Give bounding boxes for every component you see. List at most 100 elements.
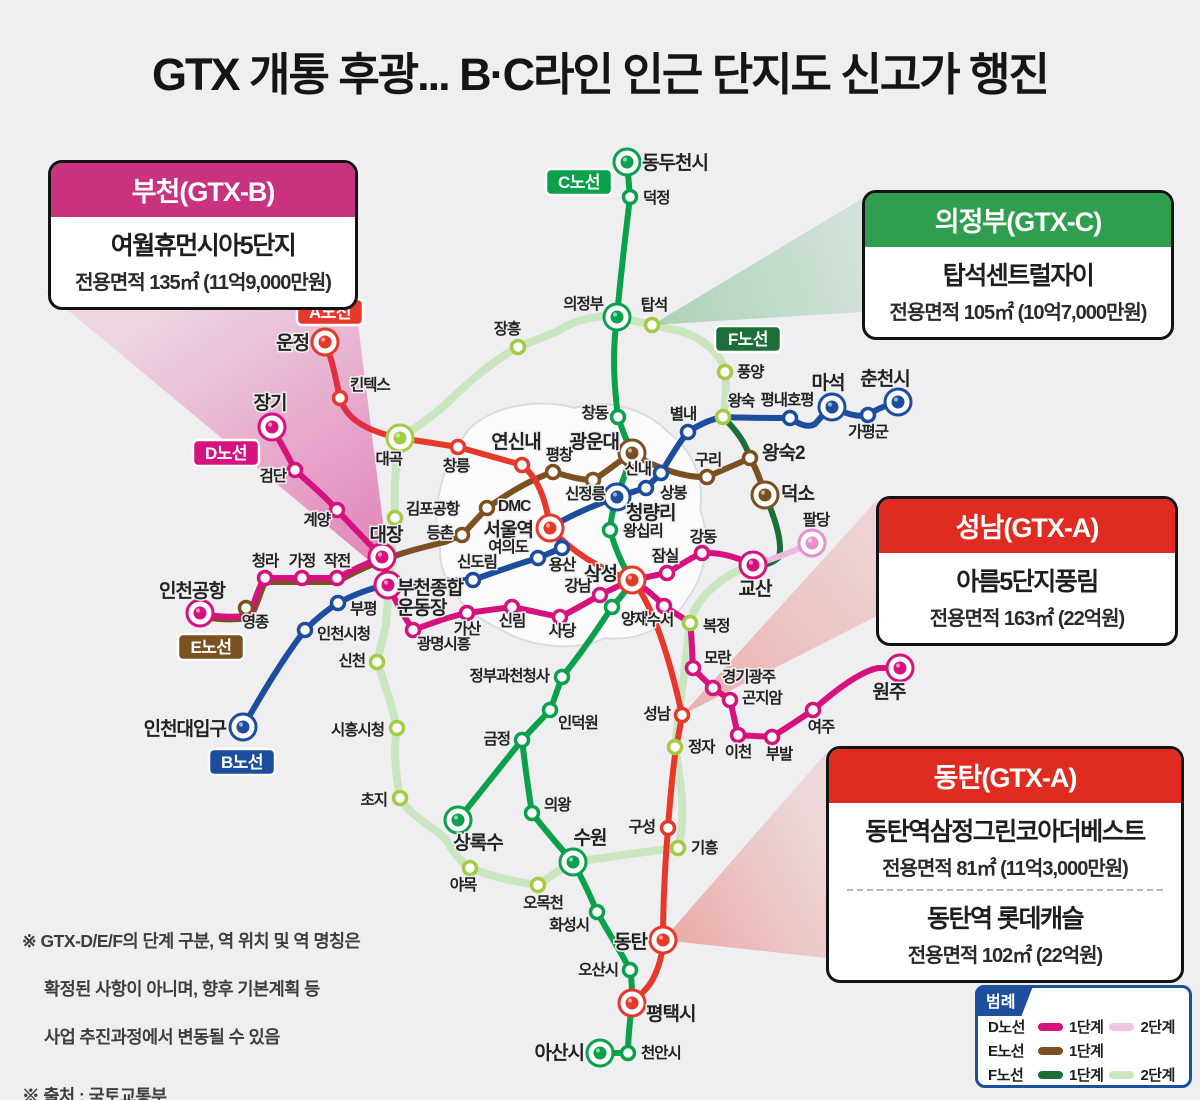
apartment-name: 동탄역 롯데캐슬 bbox=[927, 905, 1084, 933]
station-label: 장기 bbox=[254, 392, 287, 414]
legend-row: E노선 1단계 bbox=[988, 1040, 1175, 1061]
station-의정부 bbox=[602, 302, 632, 332]
station-성남 bbox=[673, 706, 691, 724]
station-신정릉 bbox=[584, 471, 602, 489]
station-label: 가산 bbox=[454, 620, 482, 638]
station-왕십리 bbox=[601, 521, 619, 539]
station-label: 동탄 bbox=[614, 931, 648, 953]
station-label: 영종 bbox=[242, 613, 269, 631]
station-동두천시 bbox=[612, 147, 642, 177]
station-label: 등촌 bbox=[426, 524, 453, 542]
svg-text:B노선: B노선 bbox=[221, 753, 263, 772]
station-탑석 bbox=[643, 316, 661, 334]
badge-C노선: C노선 bbox=[544, 167, 614, 197]
station-구성 bbox=[659, 819, 677, 837]
station-label: 신내 bbox=[624, 460, 651, 478]
station-오산시 bbox=[621, 961, 639, 979]
station-label: 왕십리 bbox=[623, 522, 663, 540]
station-label: 덕정 bbox=[643, 189, 670, 207]
station-label: 양재 bbox=[621, 610, 648, 628]
legend-title: 범례 bbox=[975, 985, 1033, 1016]
apartment-name: 동탄역삼정그린코아더베스트 bbox=[865, 818, 1146, 846]
station-상록수 bbox=[443, 805, 473, 835]
station-가평군 bbox=[859, 406, 877, 424]
station-춘천시 bbox=[883, 387, 913, 417]
station-덕정 bbox=[621, 188, 639, 206]
station-가산 bbox=[458, 604, 476, 622]
station-잠실 bbox=[658, 564, 676, 582]
station-label: 화성시 bbox=[549, 915, 589, 934]
station-평택시 bbox=[617, 988, 647, 1018]
source-note: ※ 출처 : 국토교통부 bbox=[22, 1086, 167, 1100]
station-수원 bbox=[558, 847, 588, 877]
station-label: 운동장 bbox=[397, 597, 448, 619]
station-label: 탑석 bbox=[641, 295, 668, 314]
station-label: 수서 bbox=[647, 611, 674, 629]
station-label: 장흥 bbox=[494, 319, 521, 338]
apartment-name: 아름5단지풍림 bbox=[956, 568, 1099, 596]
station-label: 춘천시 bbox=[860, 368, 909, 390]
station-label: 사당 bbox=[549, 622, 577, 640]
footnote-line: 사업 추진과정에서 변동될 수 있음 bbox=[44, 1027, 280, 1047]
station-label: 광운대 bbox=[570, 431, 619, 453]
station-강동 bbox=[693, 544, 711, 562]
station-풍양 bbox=[716, 363, 734, 381]
station-label: 오목천 bbox=[523, 894, 563, 912]
station-이천 bbox=[729, 726, 747, 744]
page-title: GTX 개통 후광... B·C라인 인근 단지도 신고가 행진 bbox=[152, 49, 1050, 100]
station-인천공항 bbox=[185, 598, 215, 628]
station-동탄 bbox=[648, 925, 678, 955]
station-의왕 bbox=[523, 804, 541, 822]
apartment-spec: 전용면적 163㎡ (22억원) bbox=[929, 608, 1125, 630]
station-label: 운정 bbox=[276, 332, 309, 354]
station-삼성 bbox=[617, 565, 647, 595]
footnote-line: 확정된 사항이 아니며, 향후 기본계획 등 bbox=[44, 979, 320, 999]
station-계양 bbox=[328, 501, 346, 519]
station-인천시청 bbox=[296, 621, 314, 639]
station-신도림 bbox=[464, 571, 482, 589]
station-label: 김포공항 bbox=[406, 499, 461, 518]
station-label: 초지 bbox=[360, 791, 387, 809]
station-label: 정자 bbox=[688, 738, 716, 756]
station-창동 bbox=[609, 408, 627, 426]
station-label: 평택시 bbox=[646, 1003, 695, 1025]
station-label: 평창 bbox=[546, 445, 574, 464]
legend-swatch bbox=[1109, 1022, 1135, 1031]
legend-line-name: E노선 bbox=[988, 1043, 1025, 1060]
station-광운대 bbox=[617, 438, 647, 468]
station-부평 bbox=[329, 594, 347, 612]
station-용산 bbox=[553, 539, 571, 557]
station-label: 강남 bbox=[564, 577, 592, 595]
line-F2 bbox=[373, 312, 757, 889]
station-창릉 bbox=[449, 438, 467, 456]
station-장기 bbox=[257, 412, 287, 442]
svg-text:D노선: D노선 bbox=[205, 444, 247, 463]
callout-seongnam: 성남(GTX-A) 아름5단지풍림 전용면적 163㎡ (22억원) bbox=[876, 496, 1178, 646]
legend-phase-label: 1단계 bbox=[1069, 1067, 1104, 1084]
station-인천대입구 bbox=[228, 712, 258, 742]
station-label: 청량리 bbox=[626, 502, 675, 524]
station-label: 금정 bbox=[483, 730, 510, 748]
station-별내 bbox=[679, 423, 697, 441]
station-label: 기흥 bbox=[691, 838, 718, 857]
callout-title: 동탄(GTX-A) bbox=[829, 749, 1181, 803]
station-label: 청라 bbox=[252, 551, 280, 570]
station-label: 이천 bbox=[725, 743, 752, 761]
legend-line-name: F노선 bbox=[988, 1067, 1024, 1084]
station-label: 동두천시 bbox=[642, 152, 708, 174]
station-label: 삼성 bbox=[584, 563, 617, 585]
station-label: 신정릉 bbox=[565, 485, 606, 503]
station-label: 신도림 bbox=[457, 552, 497, 571]
station-복정 bbox=[681, 614, 699, 632]
station-부천종합운동장 bbox=[373, 570, 403, 600]
station-대장 bbox=[367, 542, 397, 572]
station-왕숙2 bbox=[741, 449, 759, 467]
station-label: 오산시 bbox=[578, 961, 618, 979]
apartment-name: 여월휴먼시아5단지 bbox=[110, 232, 297, 260]
legend-phase-label: 1단계 bbox=[1069, 1043, 1104, 1060]
station-신천 bbox=[368, 653, 386, 671]
station-가정 bbox=[293, 569, 311, 587]
station-label: 왕숙2 bbox=[762, 442, 805, 464]
